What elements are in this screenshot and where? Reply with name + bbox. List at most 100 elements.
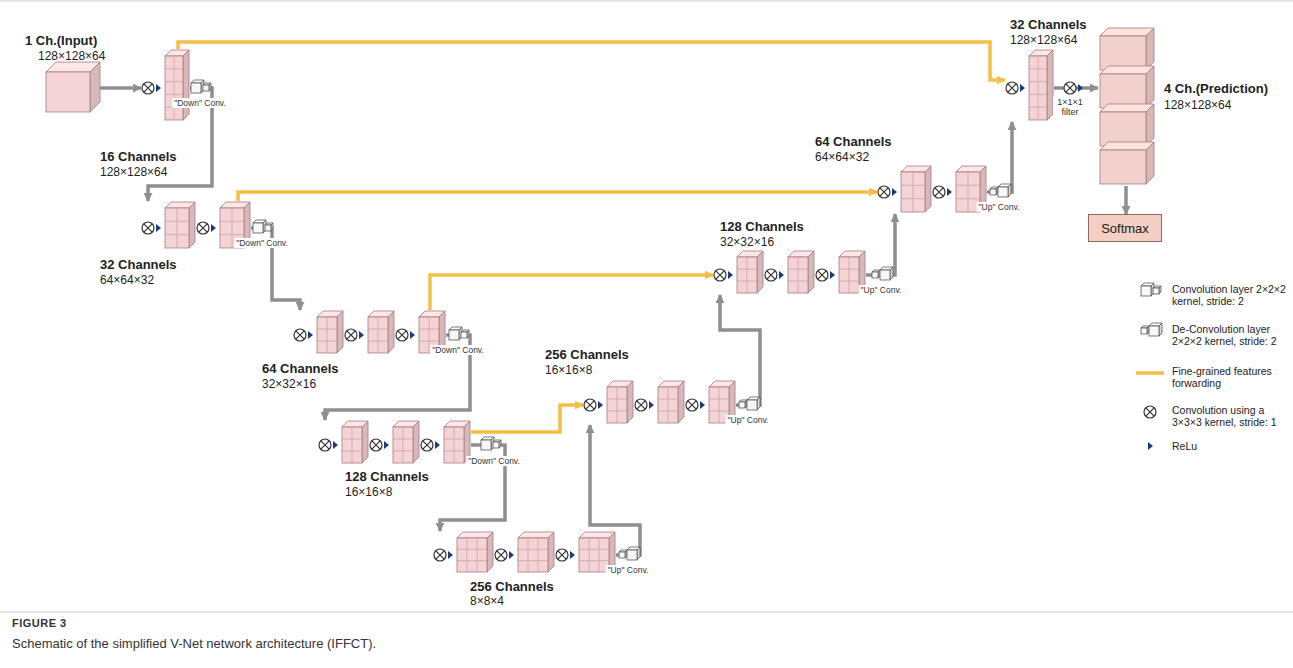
prediction-volume [1100,28,1154,70]
conv3-symbol [142,82,154,94]
frame-line [0,1,1293,2]
relu-symbol [649,401,654,409]
up-conv-icon [1141,323,1162,336]
relu-symbol [598,401,603,409]
prediction-volume [1100,66,1154,108]
legend-samples [1136,283,1164,450]
relu-symbol [384,441,389,449]
channel-label: 4 Ch.(Prediction) [1164,82,1268,96]
feature-stack-node: 64 Channels32×32×16 [293,310,446,355]
relu-symbol [435,441,440,449]
channel-label: 256 Channels [470,580,554,594]
relu-symbol [700,401,705,409]
conv3-symbol [345,329,357,341]
conv3-symbol [396,329,408,341]
cube-small [619,550,627,558]
cube-big [449,327,462,340]
skip-connection [178,42,1005,80]
relu-symbol [570,551,575,559]
skip-connection [430,275,713,310]
cube-small [461,330,469,338]
cube-small [203,83,211,91]
conv3-symbol [686,399,698,411]
feature-map-stack [518,532,554,572]
down-conv-icon [449,327,469,340]
conv-label: "Down" Conv. [466,456,522,466]
cube-big [998,184,1011,197]
channel-label: 64 Channels [262,362,339,376]
size-label: 128×128×64 [100,165,167,179]
relu-symbol [1148,442,1153,450]
cube-big [191,80,204,93]
feature-map-stack [457,532,493,572]
conv-label: "Down" Conv. [172,98,228,108]
conv3-symbol [816,269,828,281]
relu-symbol [779,271,784,279]
size-label: 128×128×64 [1010,33,1077,47]
up-conv-icon [872,267,893,280]
conv3-symbol [294,329,306,341]
down-conv-icon [253,220,273,233]
skip-line-sample [1136,371,1164,375]
cube-big [627,547,640,560]
feature-stack-node: 256 Channels8×8×4 [433,531,616,574]
feature-map-stack [737,251,763,293]
relu-symbol [892,188,897,196]
conv3-symbol [556,549,568,561]
cube-big [747,397,760,410]
figure-caption: Schematic of the simplified V-Net networ… [12,636,376,651]
relu-symbol [156,224,161,232]
down-conv-icon [191,80,211,93]
feature-map-stack [165,202,195,248]
feature-map-stack [342,421,368,463]
feature-stack-node: 16 Channels128×128×64 [141,49,190,122]
data-flow-arrow [100,86,141,90]
cube-small [1141,326,1149,334]
conv3-symbol [635,399,647,411]
data-flow-arrow [1124,186,1128,214]
cube-big [1149,323,1162,336]
figure-number: FIGURE 3 [12,617,67,629]
conv-label: "Up" Conv. [977,202,1022,212]
cube-small [739,400,747,408]
channel-label: 32 Channels [100,258,177,272]
cube-big [880,267,893,280]
relu-symbol [410,331,415,339]
feature-map-stack [901,166,931,212]
conv3-symbol [878,186,890,198]
cube-big [1141,283,1154,296]
caption-rule [0,612,1293,613]
skip-connection [471,405,583,432]
conv-label: "Up" Conv. [606,565,651,575]
feature-map-stack [607,381,633,423]
relu-symbol [1020,84,1025,92]
legend-text: Convolution using a 3×3×3 kernel, stride… [1172,404,1290,428]
data-flow-arrow [987,122,1012,192]
channel-label: 128 Channels [345,470,429,484]
conv3-symbol [319,439,331,451]
skip-connection [238,192,877,201]
conv-label: "Up" Conv. [859,285,904,295]
conv3-symbol [421,439,433,451]
size-label: 128×128×64 [38,49,105,63]
relu-symbol [728,271,733,279]
conv3-symbol [142,222,154,234]
legend-text: Convolution layer 2×2×2 kernel, stride: … [1172,283,1290,307]
relu-symbol [947,188,952,196]
cube-small [265,223,273,231]
channel-label: 32 Channels [1010,18,1087,32]
feature-stack-node: 64 Channels64×64×32 [877,165,987,214]
cube-small [990,187,998,195]
input-volume-node: 1 Ch.(Input)128×128×64 [46,62,100,112]
prediction-volume [1100,142,1154,184]
conv3-symbol [1006,82,1018,94]
relu-symbol [359,331,364,339]
conv3-symbol [714,269,726,281]
softmax-box: Softmax [1088,214,1162,242]
prediction-node: 4 Ch.(Prediction)128×128×64 [1098,28,1156,186]
relu-symbol [156,84,161,92]
legend-text: De-Convolution layer 2×2×2 kernel, strid… [1172,323,1290,347]
size-label: 16×16×8 [545,363,592,377]
size-label: 64×64×32 [815,150,869,164]
cube-big [481,437,494,450]
